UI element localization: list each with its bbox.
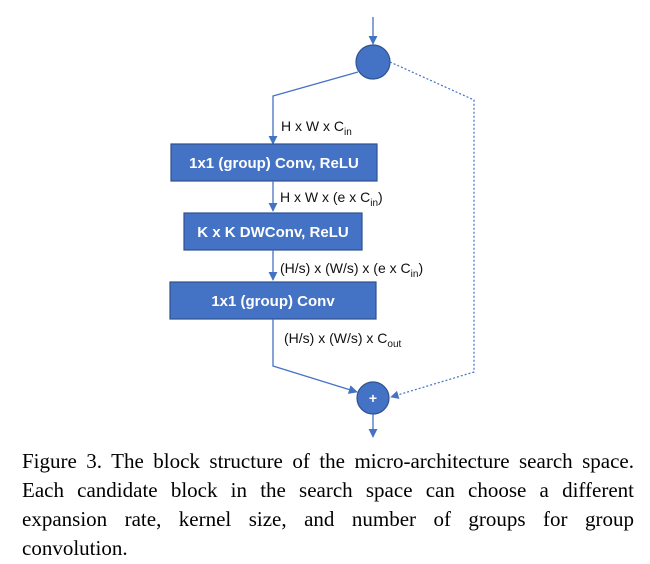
dim-label-2: H x W x (e x Cin) — [280, 189, 383, 209]
conv2-box-label: 1x1 (group) Conv — [211, 293, 335, 310]
main-path-line — [268, 71, 359, 145]
add-symbol: + — [369, 390, 377, 406]
dim-label-4: (H/s) x (W/s) x Cout — [284, 330, 402, 350]
dwconv-box — [183, 212, 363, 251]
dim-label-3: (H/s) x (W/s) x (e x Cin) — [280, 260, 423, 280]
dim-label-1-sub: in — [344, 127, 352, 138]
conv1-box-label: 1x1 (group) Conv, ReLU — [189, 155, 359, 172]
split-node — [355, 44, 391, 80]
dim-label-3-main: (H/s) x (W/s) x (e x C — [280, 260, 411, 276]
dim-label-2-sub: in — [370, 198, 378, 209]
figure-caption: Figure 3. The block structure of the mic… — [22, 449, 634, 560]
skip-connection-line — [389, 61, 475, 399]
dim-label-4-sub: out — [387, 339, 401, 350]
dwconv-box-label: K x K DWConv, ReLU — [197, 224, 348, 241]
dim-label-1: H x W x Cin — [281, 118, 352, 138]
dim-label-2-tail: ) — [378, 189, 383, 205]
dim-label-1-main: H x W x C — [281, 118, 344, 134]
main-to-add-line — [272, 319, 358, 394]
dim-label-3-sub: in — [411, 269, 419, 280]
dim-label-2-main: H x W x (e x C — [280, 189, 370, 205]
conv2-box — [169, 281, 377, 320]
block-structure-diagram: H x W x Cin 1x1 (group) Conv, ReLU H x W… — [169, 17, 475, 438]
dim-label-4-main: (H/s) x (W/s) x C — [284, 330, 387, 346]
dim-label-3-tail: ) — [418, 260, 423, 276]
conv1-box — [170, 143, 378, 182]
